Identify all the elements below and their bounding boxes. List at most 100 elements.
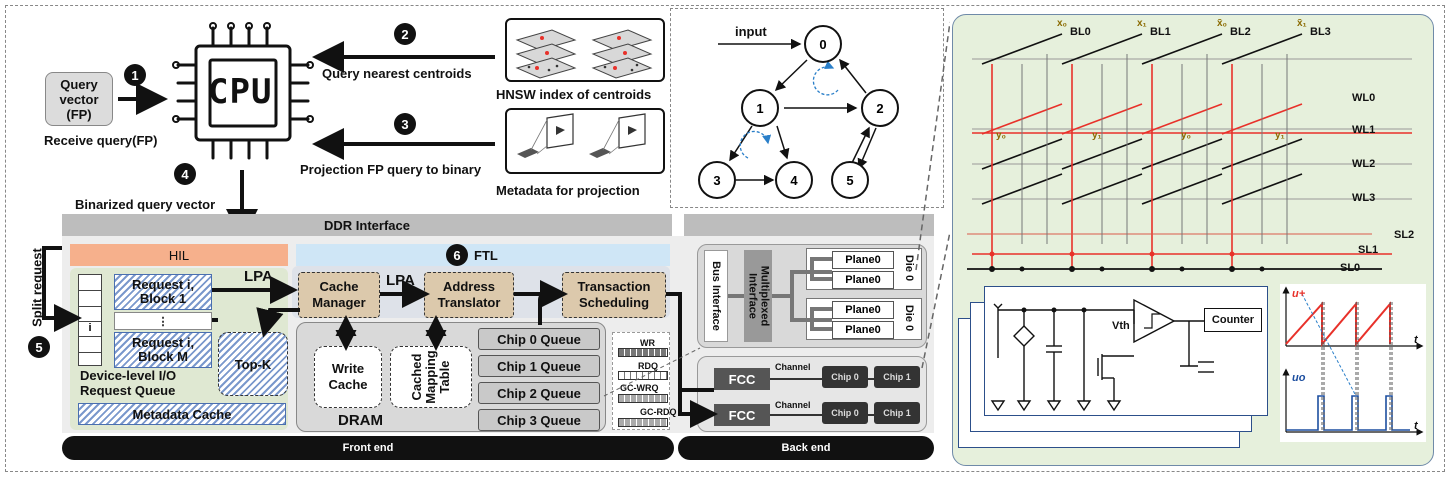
write-cache-box: Write Cache xyxy=(314,346,382,408)
gc-rdq-label: GC-RDQ xyxy=(640,407,677,417)
input-x1-bar: x̄₁ xyxy=(1297,18,1307,29)
bitline-3: BL3 xyxy=(1310,26,1331,38)
ddr-interface-bar-right xyxy=(684,214,934,236)
step-5-badge: 5 xyxy=(28,336,50,358)
transaction-scheduling-label: Transaction Scheduling xyxy=(577,279,651,310)
chip-3-queue: Chip 3 Queue xyxy=(478,409,600,431)
graph-node-3: 3 xyxy=(698,161,736,199)
metadata-cache-box: Metadata Cache xyxy=(78,403,286,425)
wordline-1: WL1 xyxy=(1352,124,1376,136)
chip-1-queue: Chip 1 Queue xyxy=(478,355,600,377)
back-end-label: Back end xyxy=(781,442,831,454)
sourceline-1: SL1 xyxy=(1358,244,1379,256)
chip-2-queue: Chip 2 Queue xyxy=(478,382,600,404)
outer-frame xyxy=(5,5,1445,472)
topk-box: Top-K xyxy=(218,332,288,396)
step-1-badge: 1 xyxy=(124,64,146,86)
gc-wrq-bar xyxy=(618,394,668,403)
sourceline-2: SL2 xyxy=(1394,229,1415,241)
u-plus-label: u+ xyxy=(1292,288,1306,300)
request-block-1: Request i, Block 1 xyxy=(114,274,212,310)
io-queue-label: Device-level I/O Request Queue xyxy=(80,368,177,398)
chip-1-b: Chip 1 xyxy=(874,402,920,424)
cell-label-y1-a: y₁ xyxy=(1092,130,1102,141)
plane-0-b: Plane0 xyxy=(832,271,894,289)
dram-label: DRAM xyxy=(338,412,383,429)
request-ellipsis: ⋮ xyxy=(114,312,212,330)
time-label-1: t xyxy=(1414,334,1418,346)
sense-circuit xyxy=(984,286,1268,416)
wordline-2: WL2 xyxy=(1352,158,1376,170)
ssd-arrows xyxy=(42,21,950,428)
gc-rdq-bar xyxy=(618,418,668,427)
query-nearest-label: Query nearest centroids xyxy=(322,66,472,81)
transaction-scheduling-box: Transaction Scheduling xyxy=(562,272,666,318)
front-end-bar: Front end xyxy=(62,436,674,460)
waveform-plot xyxy=(1282,286,1424,436)
graph-input-label: input xyxy=(735,24,767,39)
hil-header: HIL xyxy=(70,244,288,266)
wr-bar xyxy=(618,348,668,357)
ftl-header: 6 FTL xyxy=(296,244,670,266)
ftl-label: FTL xyxy=(474,247,498,263)
ddr-interface-bar: DDR Interface xyxy=(62,214,672,236)
time-label-2: t xyxy=(1414,420,1418,432)
wordline-3: WL3 xyxy=(1352,192,1376,204)
chip-0-b: Chip 0 xyxy=(822,402,868,424)
graph-node-5: 5 xyxy=(831,161,869,199)
cache-manager-label: Cache Manager xyxy=(312,279,366,310)
receive-query-label: Receive query(FP) xyxy=(44,133,158,148)
u-o-label: uo xyxy=(1292,372,1306,384)
die-connectors xyxy=(728,257,832,331)
cached-mapping-table-box: Cached Mapping Table xyxy=(390,346,472,408)
query-vector-label: Query vector (FP) xyxy=(59,76,99,122)
vth-label: Vth xyxy=(1112,320,1130,332)
metadata-cache-label: Metadata Cache xyxy=(132,406,232,422)
rdq-bar xyxy=(618,371,668,380)
step-6-badge: 6 xyxy=(446,244,468,266)
gc-wrq-label: GC-WRQ xyxy=(620,383,659,393)
hnsw-index-label: HNSW index of centroids xyxy=(496,87,652,102)
graph-node-0: 0 xyxy=(804,25,842,63)
fcc-box-1: FCC xyxy=(714,368,770,390)
metadata-projection-label: Metadata for projection xyxy=(496,183,640,198)
graph-edges xyxy=(718,38,877,186)
cache-manager-box: Cache Manager xyxy=(298,272,380,318)
chip-0-a: Chip 0 xyxy=(822,366,868,388)
bitline-2: BL2 xyxy=(1230,26,1251,38)
write-cache-label: Write Cache xyxy=(328,361,368,392)
address-translator-box: Address Translator xyxy=(424,272,514,318)
metadata-projection-icon xyxy=(505,108,665,174)
query-vector-box: Query vector (FP) xyxy=(45,72,113,126)
counter-box: Counter xyxy=(1204,308,1262,332)
wordline-0: WL0 xyxy=(1352,92,1376,104)
plane-0-c: Plane0 xyxy=(832,301,894,319)
sense-circuit-schematic xyxy=(990,298,1214,412)
cell-label-y1-b: y₁ xyxy=(1275,130,1285,141)
step-4-badge: 4 xyxy=(174,163,196,185)
graph-node-1: 1 xyxy=(741,89,779,127)
cpu-icon xyxy=(172,22,314,160)
request-block-m-label: Request i, Block M xyxy=(131,335,195,364)
input-x0-bar: x̄₀ xyxy=(1217,18,1228,29)
graph-frame xyxy=(670,8,944,208)
bus-interface-box: Bus Interface xyxy=(704,250,728,342)
wr-label: WR xyxy=(640,338,655,348)
sourceline-0: SL0 xyxy=(1340,262,1361,274)
bitline-1: BL1 xyxy=(1150,26,1171,38)
chip-0-queue: Chip 0 Queue xyxy=(478,328,600,350)
fcc-box-2: FCC xyxy=(714,404,770,426)
graph-node-2: 2 xyxy=(861,89,899,127)
graph-node-4: 4 xyxy=(775,161,813,199)
request-block-1-label: Request i, Block 1 xyxy=(131,277,195,306)
input-x1: x₁ xyxy=(1137,18,1147,29)
multiplexed-interface-box: Multiplexed Interface xyxy=(744,250,772,342)
cell-label-y0-a: y₀ xyxy=(996,130,1007,141)
topk-label: Top-K xyxy=(234,356,272,372)
chip-1-a: Chip 1 xyxy=(874,366,920,388)
hnsw-index-icon xyxy=(505,18,665,82)
channel-label-1: Channel xyxy=(775,362,811,372)
lpa-label-1: LPA xyxy=(244,268,273,285)
projection-label: Projection FP query to binary xyxy=(300,162,482,177)
waveform-panel xyxy=(1280,284,1426,442)
